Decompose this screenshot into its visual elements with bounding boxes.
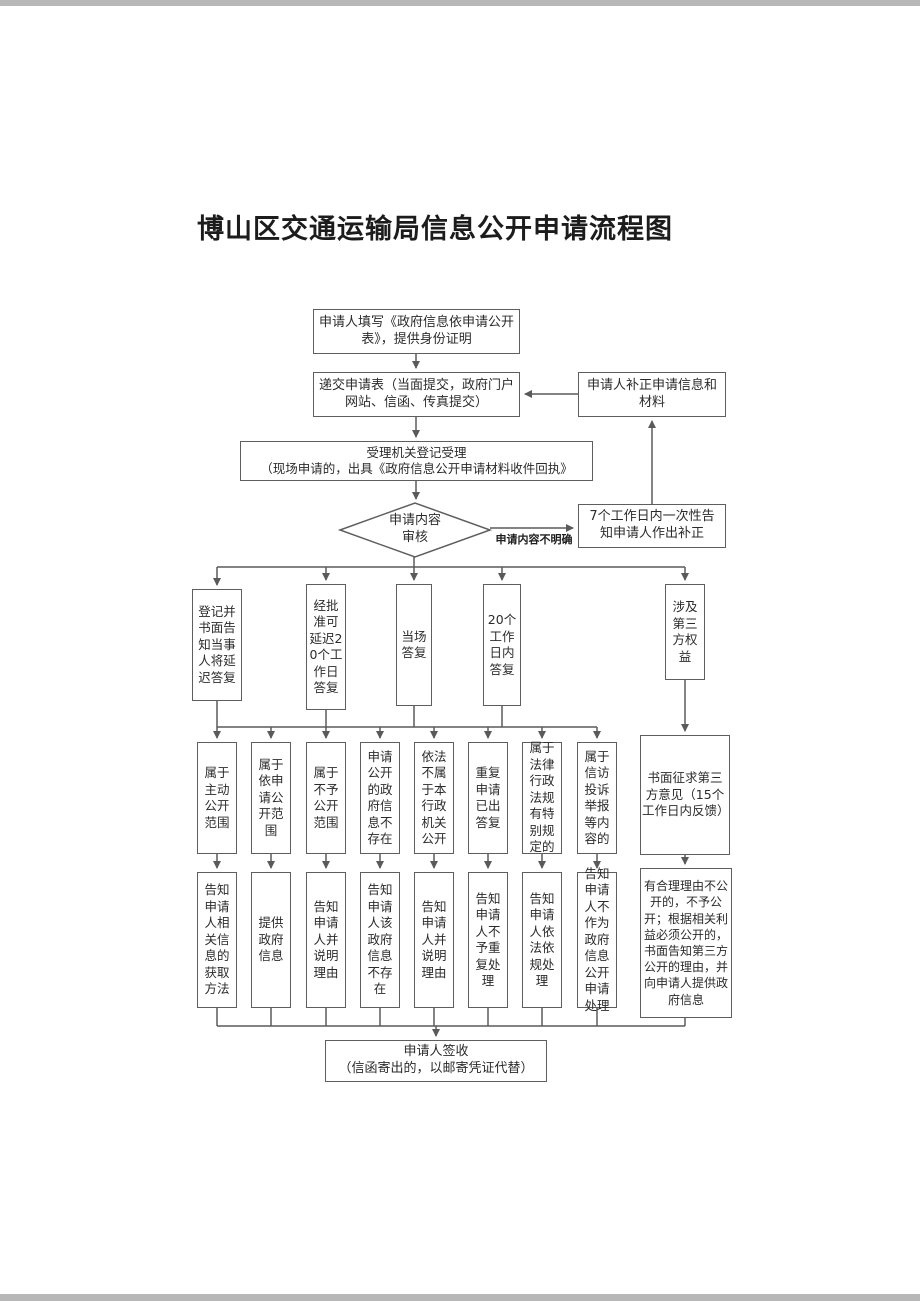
- node-category-not-this-authority: 依法不属于本行政机关公开: [414, 742, 454, 854]
- node-branch-reply-20days: 20个工作日内答复: [483, 584, 521, 706]
- node-review-diamond: 申请内容 审核: [388, 513, 441, 545]
- node-third-party-consult: 书面征求第三方意见（15个工作日内反馈）: [640, 735, 730, 855]
- node-third-party-outcome: 有合理理由不公开的，不予公开；根据相关利益必须公开的，书面告知第三方公开的理由，…: [640, 868, 732, 1018]
- node-category-petition-content: 属于信访投诉举报等内容的: [577, 742, 617, 854]
- node-outcome-not-as-disclosure-request: 告知申请人不作为政府信息公开申请处理: [577, 866, 617, 1013]
- edge-label-unclear: 申请内容不明确: [495, 533, 573, 546]
- page-title: 博山区交通运输局信息公开申请流程图: [197, 214, 673, 245]
- node-category-nondisclosure-scope: 属于不予公开范围: [306, 742, 346, 854]
- node-register-accept: 受理机关登记受理 （现场申请的，出具《政府信息公开申请材料收件回执》: [240, 441, 593, 481]
- node-category-proactive-scope: 属于主动公开范围: [197, 742, 237, 854]
- node-branch-onspot-reply: 当场答复: [396, 584, 432, 706]
- node-submit-application: 递交申请表（当面提交，政府门户网站、信函、传真提交）: [313, 372, 520, 417]
- node-outcome-inform-not-exist: 告知申请人该政府信息不存在: [360, 872, 400, 1008]
- node-end-sign-receipt: 申请人签收 （信函寄出的，以邮寄凭证代替）: [325, 1040, 547, 1082]
- node-category-repeated-request: 重复申请已出答复: [468, 742, 508, 854]
- node-notify-correction: 7个工作日内一次性告知申请人作出补正: [578, 504, 726, 548]
- node-branch-delay-notice: 登记并书面告知当事人将延迟答复: [192, 589, 242, 701]
- node-outcome-provide-info: 提供政府信息: [251, 872, 291, 1008]
- node-outcome-inform-reasons-2: 告知申请人并说明理由: [414, 872, 454, 1008]
- node-outcome-no-repeat-processing: 告知申请人不予重复处理: [468, 872, 508, 1008]
- node-category-special-provisions: 属于法律行政法规有特别规定的: [522, 740, 562, 854]
- node-branch-approved-delay: 经批准可延迟20个工作日答复: [306, 584, 346, 710]
- node-category-info-not-exist: 申请公开的政府信息不存在: [360, 742, 400, 854]
- node-start: 申请人填写《政府信息依申请公开表》，提供身份证明: [313, 309, 520, 354]
- node-branch-third-party: 涉及第三方权益: [665, 584, 705, 680]
- node-supplement-materials: 申请人补正申请信息和材料: [578, 372, 726, 417]
- node-category-on-request-scope: 属于依申请公开范围: [251, 742, 291, 854]
- node-outcome-inform-reasons: 告知申请人并说明理由: [306, 872, 346, 1008]
- node-outcome-handle-per-law: 告知申请人依法依规处理: [522, 872, 562, 1008]
- node-outcome-inform-access-method: 告知申请人相关信息的获取方法: [197, 872, 237, 1008]
- page-edge-top: [0, 0, 920, 6]
- page-edge-bottom: [0, 1294, 920, 1301]
